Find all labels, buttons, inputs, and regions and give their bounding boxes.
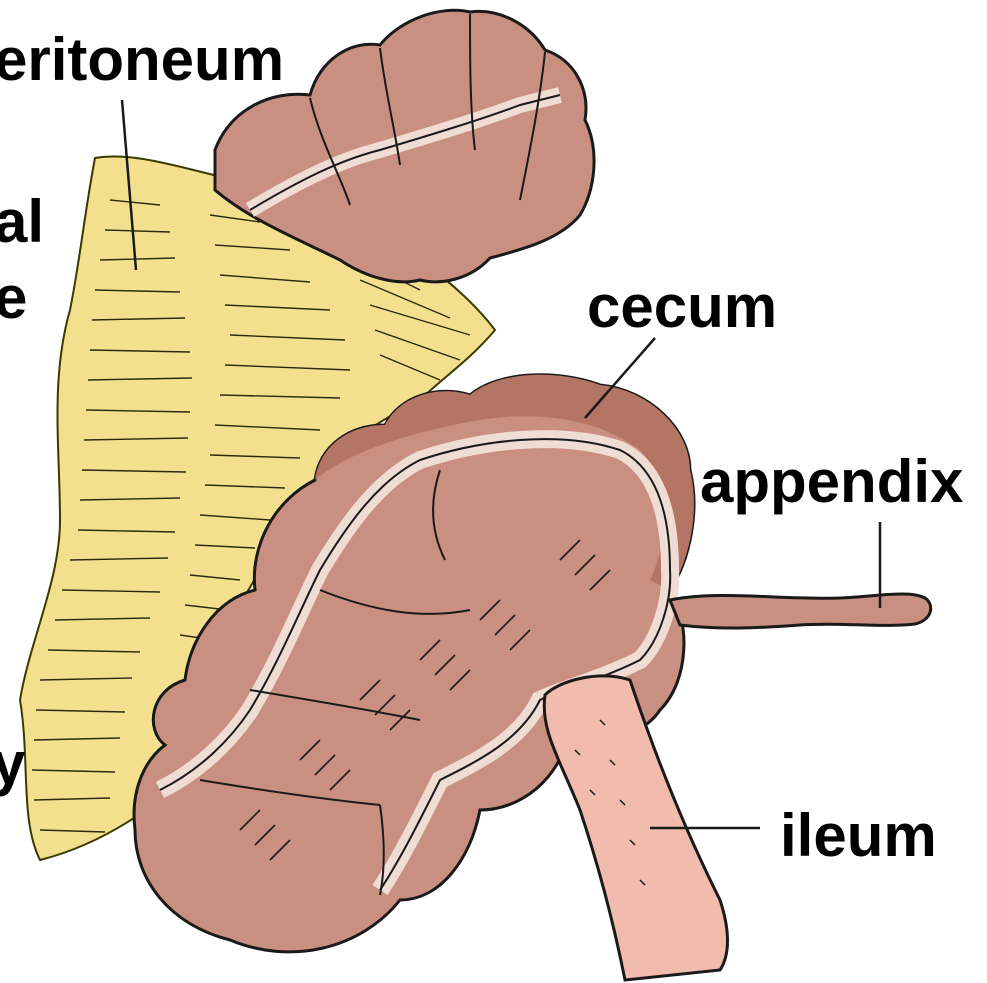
label-peritoneum: eritoneum — [0, 30, 284, 90]
label-cecum: cecum — [587, 277, 777, 337]
label-mesentery-line2: e — [0, 268, 27, 328]
label-ileum: ileum — [780, 806, 937, 866]
label-appendix: appendix — [700, 452, 963, 512]
label-edge-fragment: y — [0, 734, 25, 794]
appendix-tube — [670, 594, 931, 628]
label-mesentery-line1: al — [0, 192, 44, 252]
